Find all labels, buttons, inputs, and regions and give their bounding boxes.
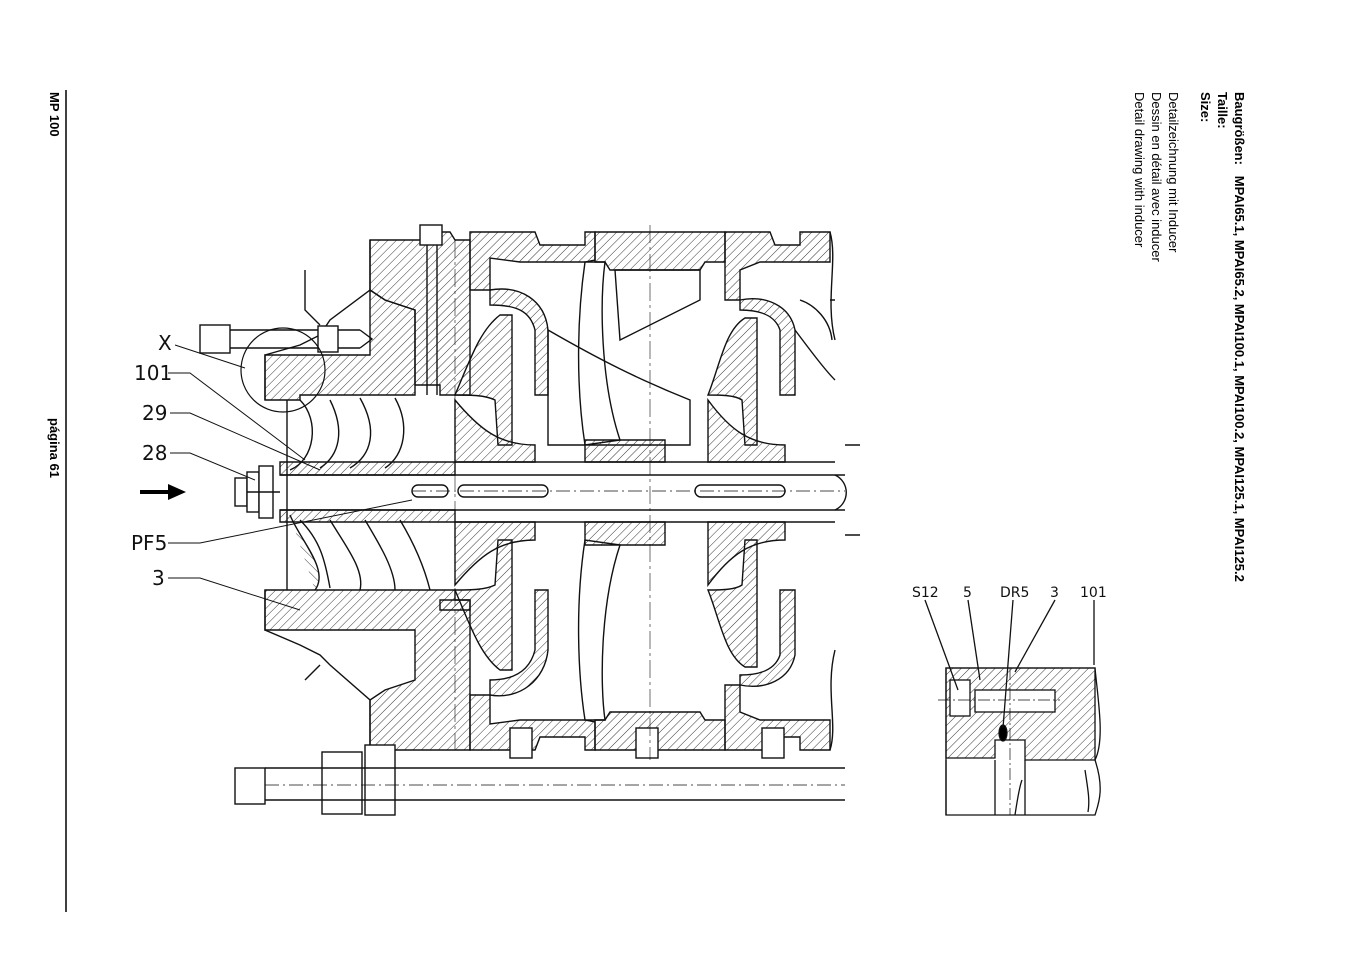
callout-pf5: PF5 xyxy=(131,531,167,555)
callout-3: 3 xyxy=(152,566,165,590)
detail-x xyxy=(925,600,1100,815)
flow-arrow xyxy=(140,484,186,500)
detail-callout-5: 5 xyxy=(963,585,972,601)
callout-x: X xyxy=(158,331,172,355)
callout-101: 101 xyxy=(134,361,172,385)
detail-callout-dr5: DR5 xyxy=(1000,585,1029,601)
detail-callout-s12: S12 xyxy=(912,585,939,601)
callout-28: 28 xyxy=(142,441,167,465)
detail-callout-3: 3 xyxy=(1050,585,1059,601)
pump-assembly xyxy=(200,225,860,815)
detail-callout-101: 101 xyxy=(1080,585,1107,601)
callout-29: 29 xyxy=(142,401,167,425)
